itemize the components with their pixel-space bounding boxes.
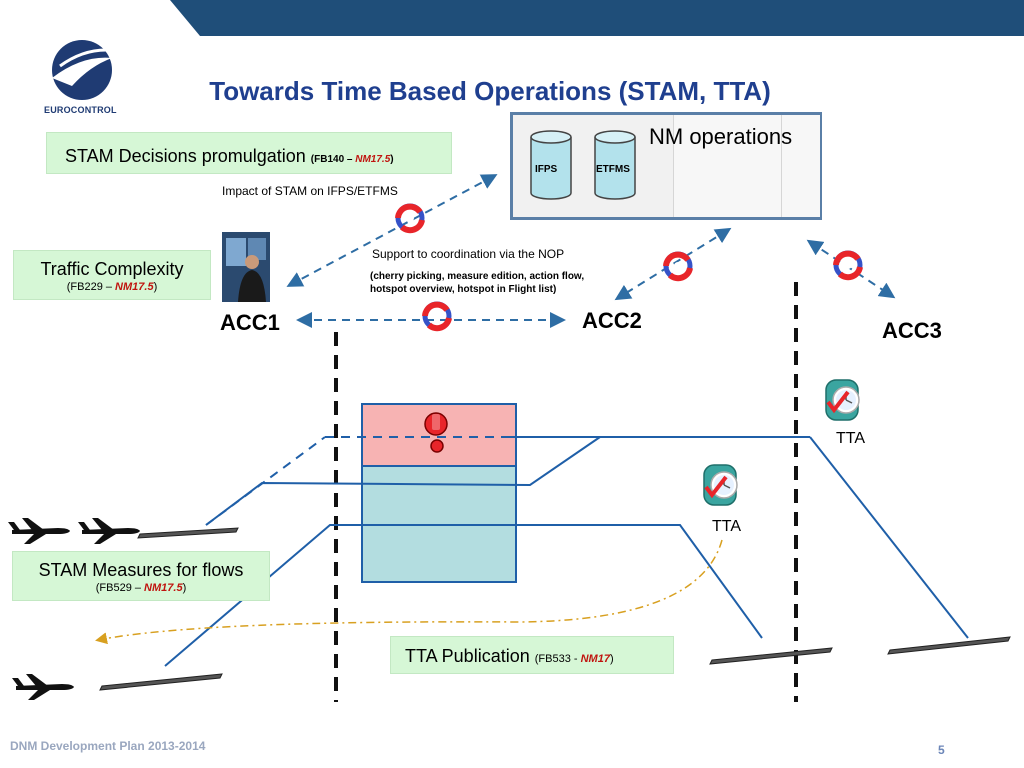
stam-measures-box: STAM Measures for flows (FB529 – NM17.5) [12,551,270,601]
impact-annotation: Impact of STAM on IFPS/ETFMS [222,184,398,198]
etfms-label: ETFMS [596,164,630,175]
stam-measures-ref: (FB529 – NM17.5) [13,582,269,594]
plane-icon-2 [78,518,140,544]
logo-wordmark: EUROCONTROL [44,105,117,115]
tta-publication-ref: (FB533 - NM17) [535,653,614,665]
ifps-database-icon [530,130,572,200]
stam-decisions-ref-close: ) [390,154,394,165]
stam-decisions-ref-open: (FB140 – [310,154,356,165]
stam-measures-label: STAM Measures for flows [38,560,244,580]
tta-publication-ref-version: NM17 [580,653,610,665]
acc3-label: ACC3 [882,318,942,343]
eurocontrol-logo-icon [52,40,112,100]
support-annotation: Support to coordination via the NOP [372,247,565,261]
traffic-complexity-ref-version: NM17.5 [115,281,154,293]
footer-text: DNM Development Plan 2013-2014 [10,739,206,753]
page-number: 5 [938,743,945,757]
traffic-complexity-ref-open: (FB229 – [66,281,116,293]
nm-operations-box: NM operations IFPS ETFMS [510,112,822,220]
stam-measures-ref-version: NM17.5 [144,582,183,594]
stam-decisions-text: STAM Decisions promulgation [65,146,306,166]
acc1-label: ACC1 [220,310,280,335]
acc2-label: ACC2 [582,308,642,333]
tta-publication-text: TTA Publication [405,646,530,666]
tta-publication-label: TTA Publication (FB533 - NM17) [405,646,614,667]
sync-icon-1 [398,206,422,230]
coordination-arrows [286,174,896,328]
controller-photo [222,232,270,302]
nm-operations-title: NM operations [649,124,793,149]
traffic-complexity-ref-close: ) [153,281,158,293]
top-banner-wedge [0,0,200,36]
page-title: Towards Time Based Operations (STAM, TTA… [209,76,771,106]
support-detail-line-1: (cherry picking, measure edition, action… [370,271,585,282]
support-detail-line-2: hotspot overview, hotspot in Flight list… [370,284,557,295]
tta-publication-ref-close: ) [609,653,614,665]
traffic-complexity-box: Traffic Complexity (FB229 – NM17.5) [13,250,211,300]
stam-measures-ref-open: (FB529 – [95,582,145,594]
runway-marks [99,527,1011,691]
stam-decisions-ref: (FB140 – NM17.5) [311,154,394,165]
tta-clock-icon-2 [702,463,739,507]
nm-column-1 [673,115,782,217]
tta-label-2: TTA [712,518,742,535]
flight-routes [164,436,969,667]
stam-measures-ref-close: ) [182,582,187,594]
stam-decisions-box: STAM Decisions promulgation (FB140 – NM1… [46,132,452,174]
database-icons [530,130,636,200]
sync-icon-2 [425,304,449,328]
etfms-database-icon [594,130,636,200]
sync-icon-3 [666,254,690,278]
ifps-label: IFPS [535,164,558,175]
tta-publication-box: TTA Publication (FB533 - NM17) [390,636,674,674]
nm-column-2 [781,115,820,217]
plane-icon-3 [12,674,74,700]
tta-publication-ref-open: (FB533 - [534,653,581,665]
plane-icon-1 [8,518,70,544]
stam-decisions-label: STAM Decisions promulgation (FB140 – NM1… [65,146,394,167]
stam-decisions-ref-version: NM17.5 [355,154,391,165]
traffic-complexity-label: Traffic Complexity [40,259,184,279]
hotspot-alert-icon [424,412,448,453]
tta-publication-curve [95,539,723,645]
traffic-complexity-ref: (FB229 – NM17.5) [14,281,210,293]
tta-clock-icon-1 [824,378,861,422]
sync-icon-4 [836,253,860,277]
tta-label-1: TTA [836,430,866,447]
